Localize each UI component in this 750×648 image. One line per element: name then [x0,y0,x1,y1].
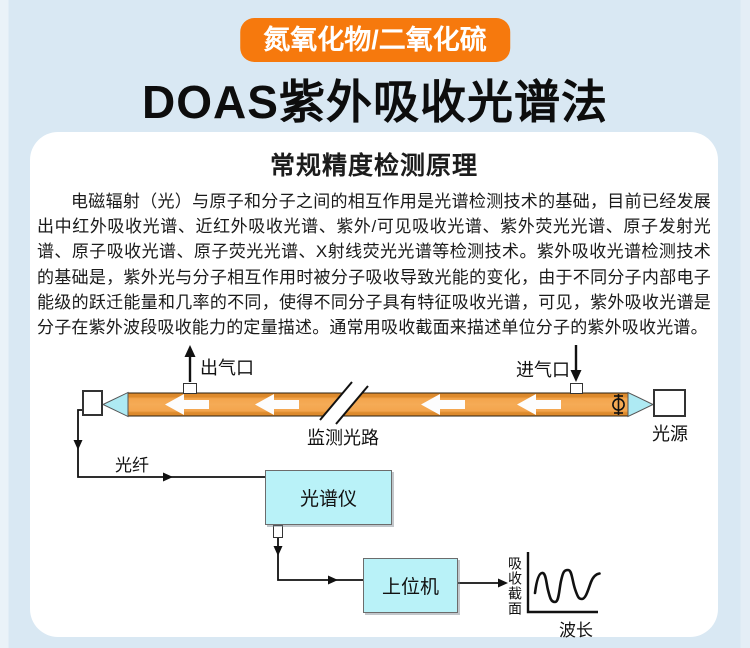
fiber-line [73,409,265,482]
gas-inlet-label: 进气口 [516,360,570,380]
page-title: DOAS紫外吸收光谱法 [142,76,608,128]
flow-arrow [165,394,209,415]
gas-outlet-port [183,383,197,394]
gas-outlet-arrow-icon [184,345,196,382]
valve-icon [612,394,625,415]
host-computer-label: 上位机 [381,577,439,598]
receiver-cone [101,391,129,418]
schematic-shapes [73,345,655,614]
host-to-chart-line [458,578,508,588]
principle-paragraph: 电磁辐射（光）与原子和分子之间的相互作用是光谱检测技术的基础，目前已经发展出中红… [37,192,711,338]
source-cone [627,391,655,418]
spectrometer-to-host-line [273,537,363,585]
spectrometer-box: 光谱仪 [265,470,392,525]
flow-arrows [165,394,561,415]
spectrometer-label: 光谱仪 [299,489,357,510]
flow-arrow [255,394,299,415]
monitoring-path-label: 监测光路 [307,428,379,448]
spectrum-mini-chart [526,552,601,614]
flow-arrow [517,394,561,415]
pollutant-badge: 氮氧化物/二氧化硫 [240,18,510,62]
gas-inlet-port [570,383,583,394]
wavelength-label: 波长 [559,621,593,640]
absorption-curve [533,568,601,604]
spectrometer-port [273,525,283,538]
light-source-box [653,389,686,417]
absorption-cross-section-label: 吸收截面 [507,556,523,616]
card-heading: 常规精度检测原理 [269,152,478,180]
gas-inlet-arrow-icon [570,345,582,382]
host-computer-box: 上位机 [363,558,458,613]
light-source-label: 光源 [652,424,688,444]
flow-arrow [421,394,465,415]
detector-box [82,390,103,416]
doas-schematic-diagram: 光谱仪 上位机 出气口 进气口 监测光路 光源 光纤 吸收截面 波长 [30,340,718,640]
content-card: 常规精度检测原理 电磁辐射（光）与原子和分子之间的相互作用是光谱检测技术的基础，… [30,132,718,640]
tube-break [319,381,369,425]
fiber-label: 光纤 [115,456,149,475]
gas-outlet-label: 出气口 [200,358,254,378]
